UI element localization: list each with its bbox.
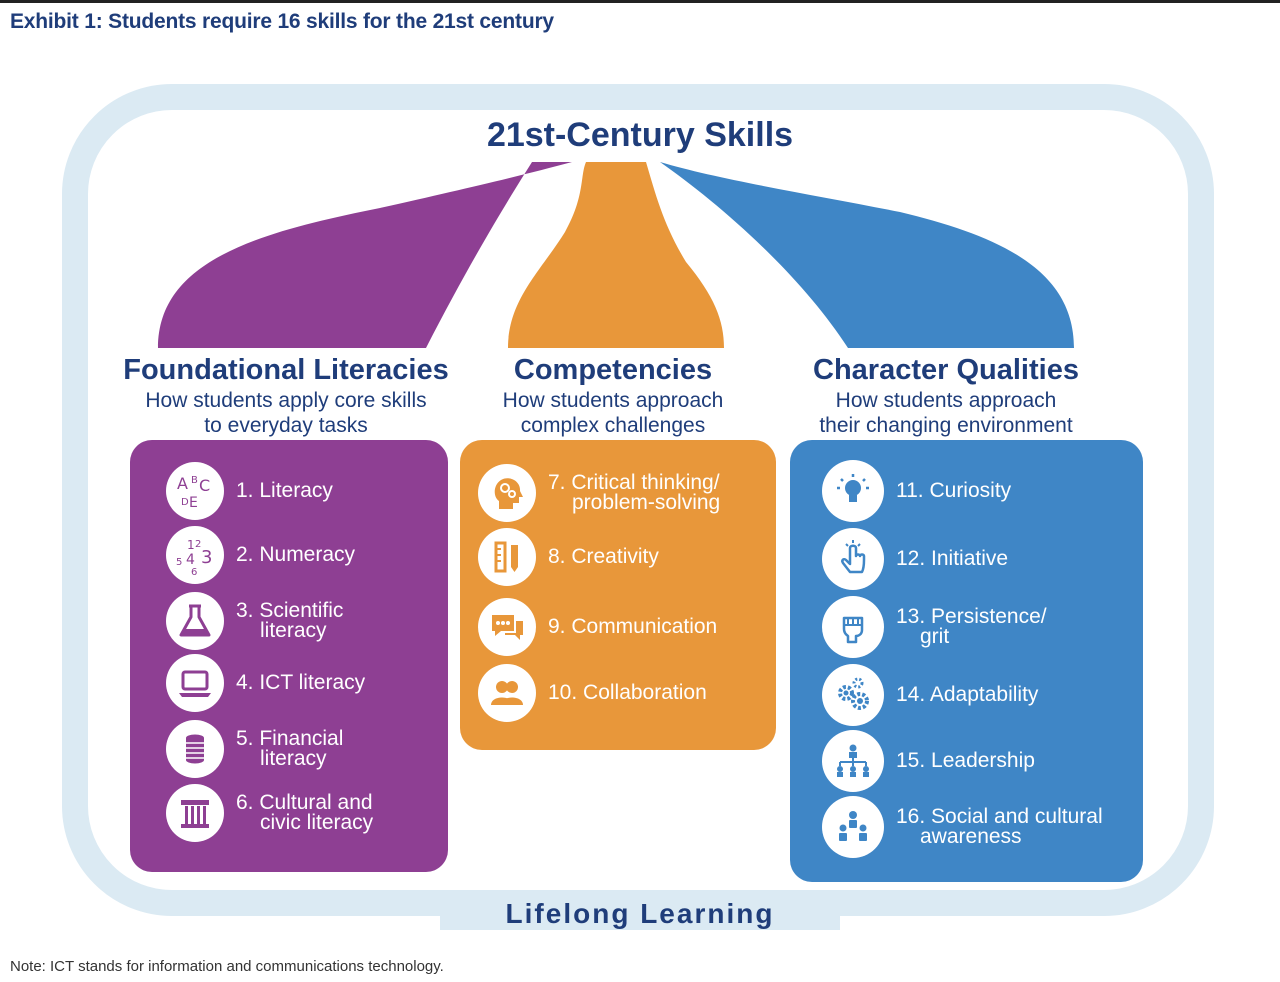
column-title: Character Qualities	[813, 354, 1079, 386]
svg-text:2: 2	[195, 539, 201, 550]
skill-label: 7. Critical thinking/problem-solving	[548, 471, 721, 514]
hand-pointer-icon	[822, 528, 884, 590]
svg-text:B: B	[191, 475, 198, 486]
lifelong-learning-label: Lifelong Learning	[440, 898, 840, 930]
competencies-heading: Competencies How students approach compl…	[460, 354, 766, 437]
foundational-branch	[158, 162, 572, 348]
skill-label: 10. Collaboration	[548, 681, 707, 704]
skill-ict-literacy: 4. ICT literacy	[166, 654, 365, 712]
svg-text:3: 3	[201, 547, 212, 568]
character-branch	[660, 162, 1074, 348]
skill-persistence-grit: 13. Persistence/grit	[822, 596, 1047, 658]
flask-icon	[166, 592, 224, 650]
column-subtitle-line2: to everyday tasks	[204, 414, 368, 437]
gears-icon	[822, 664, 884, 726]
group-icon	[822, 796, 884, 858]
coins-icon	[166, 720, 224, 778]
skill-label: 8. Creativity	[548, 545, 659, 568]
exhibit-title: Exhibit 1: Students require 16 skills fo…	[10, 10, 554, 33]
svg-text:4: 4	[186, 552, 195, 568]
skill-collaboration: 10. Collaboration	[478, 664, 707, 722]
org-chart-icon	[822, 730, 884, 792]
skill-initiative: 12. Initiative	[822, 528, 1008, 590]
top-rule	[0, 0, 1280, 3]
svg-text:D: D	[181, 497, 189, 508]
head-gears-icon	[478, 464, 536, 522]
svg-text:A: A	[177, 474, 188, 493]
column-subtitle-line1: How students approach	[502, 389, 724, 412]
laptop-icon	[166, 654, 224, 712]
fist-icon	[822, 596, 884, 658]
column-subtitle-line2: complex challenges	[520, 414, 706, 437]
skill-label: 11. Curiosity	[896, 479, 1012, 502]
skill-label: 9. Communication	[548, 615, 718, 638]
skill-curiosity: 11. Curiosity	[822, 460, 1011, 522]
svg-text:5: 5	[176, 557, 182, 568]
skill-label: 2. Numeracy	[236, 543, 356, 566]
svg-text:E: E	[189, 495, 198, 511]
column-title: Foundational Literacies	[123, 354, 449, 386]
column-subtitle-line1: How students apply core skills	[145, 389, 427, 412]
skill-critical-thinking: 7. Critical thinking/problem-solving	[478, 464, 720, 522]
column-subtitle-line2: their changing environment	[819, 414, 1073, 437]
skill-label: 1. Literacy	[236, 479, 333, 502]
character-qualities-panel: 11. Curiosity 12. Initiative 13. Persist…	[790, 440, 1143, 882]
skill-leadership: 15. Leadership	[822, 730, 1035, 792]
competencies-branch	[508, 162, 724, 348]
people-icon	[478, 664, 536, 722]
svg-text:1: 1	[187, 538, 195, 552]
skill-label: 4. ICT literacy	[236, 671, 366, 694]
skill-label: 13. Persistence/grit	[896, 605, 1047, 648]
svg-text:6: 6	[191, 567, 197, 577]
column-title: Competencies	[513, 354, 713, 386]
column-icon	[166, 784, 224, 842]
skill-label: 15. Leadership	[896, 749, 1035, 772]
column-subtitle-line1: How students approach	[835, 389, 1057, 412]
svg-text:C: C	[199, 476, 210, 495]
foundational-heading: Foundational Literacies How students app…	[118, 354, 454, 437]
ruler-pencil-icon	[478, 528, 536, 586]
footnote: Note: ICT stands for information and com…	[10, 958, 444, 975]
skill-adaptability: 14. Adaptability	[822, 664, 1038, 726]
skill-label: 12. Initiative	[896, 547, 1009, 570]
character-heading: Character Qualities How students approac…	[795, 354, 1097, 437]
competencies-panel: 7. Critical thinking/problem-solving 8. …	[460, 440, 776, 750]
skill-label: 14. Adaptability	[896, 683, 1039, 706]
skill-creativity: 8. Creativity	[478, 528, 659, 586]
speech-bubbles-icon	[478, 598, 536, 656]
skill-communication: 9. Communication	[478, 598, 717, 656]
main-title: 21st-Century Skills	[486, 116, 794, 154]
lifelong-learning-frame	[62, 84, 1214, 916]
lightbulb-icon	[822, 460, 884, 522]
